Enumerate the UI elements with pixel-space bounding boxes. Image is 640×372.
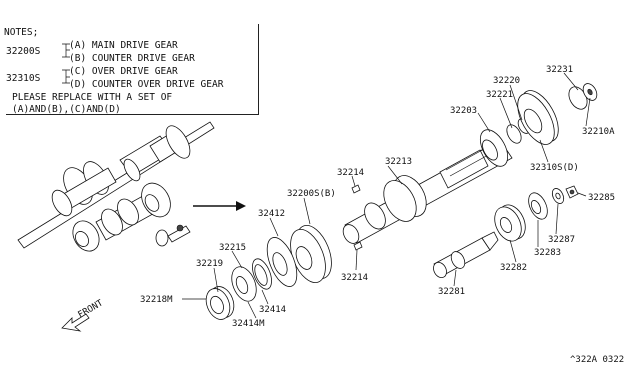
notes-box: [6, 24, 259, 115]
front-arrow: FRONT: [61, 298, 106, 332]
part-32287-washer: [551, 188, 565, 204]
notes-brace-group1: [62, 43, 70, 58]
label-32200S-B: 32200S(B): [287, 189, 336, 199]
part-32414-ring: [252, 258, 272, 290]
label-32219: 32219: [196, 259, 223, 269]
notes-group1-a: (A) MAIN DRIVE GEAR: [69, 40, 178, 51]
diagram-id: ^322A 0322: [570, 355, 624, 365]
label-32412: 32412: [258, 209, 285, 219]
label-32281: 32281: [438, 287, 465, 297]
part-32310S-D-gear: [517, 90, 559, 145]
part-32231-nut: [568, 83, 598, 110]
leader-lines: [182, 72, 591, 319]
notes-brace-group2: [62, 69, 70, 84]
notes-group1-code: 32200S: [6, 46, 41, 57]
notes-group2-d: (D) COUNTER OVER DRIVE GEAR: [69, 79, 224, 90]
assembly-overview: [17, 121, 215, 252]
part-32282-gear: [494, 204, 526, 242]
part-32203-bearing: [479, 129, 509, 167]
notes-replace-line2: (A)AND(B),(C)AND(D): [12, 104, 121, 115]
front-label: FRONT: [77, 298, 106, 320]
label-32414: 32414: [259, 305, 286, 315]
label-32203: 32203: [450, 106, 477, 116]
part-32214-keys: [351, 184, 363, 251]
label-32285: 32285: [588, 193, 615, 203]
notes-title: NOTES;: [4, 27, 39, 38]
notes-group2-code: 32310S: [6, 73, 41, 84]
part-labels: 32231 32220 32221 32203 32210A 32310S(D)…: [140, 65, 624, 365]
label-32231: 32231: [546, 65, 573, 75]
label-32210A: 32210A: [582, 127, 615, 137]
notes-group2-c: (C) OVER DRIVE GEAR: [69, 66, 178, 77]
notes-group1-b: (B) COUNTER DRIVE GEAR: [69, 53, 195, 64]
part-32285-nut: [565, 185, 579, 199]
part-32215-bearing: [231, 266, 257, 302]
label-32214-top: 32214: [337, 168, 364, 178]
label-32310S-D: 32310S(D): [530, 163, 579, 173]
part-32412-plate: [266, 237, 298, 287]
label-32221: 32221: [486, 90, 513, 100]
label-32287: 32287: [548, 235, 575, 245]
part-32281-shaft: [433, 231, 499, 279]
part-32218M-race: [205, 286, 235, 320]
part-32213-shaft: [342, 139, 513, 244]
label-32213: 32213: [385, 157, 412, 167]
label-32220: 32220: [493, 76, 520, 86]
direction-arrow: [193, 201, 246, 211]
part-32283-bearing: [528, 192, 548, 220]
part-32200S-B-gear: [290, 225, 332, 283]
label-32282: 32282: [500, 263, 527, 273]
label-32214-bottom: 32214: [341, 273, 368, 283]
label-32414M: 32414M: [232, 319, 265, 329]
label-32218M: 32218M: [140, 295, 173, 305]
label-32283: 32283: [534, 248, 561, 258]
label-32215: 32215: [219, 243, 246, 253]
notes-replace-line1: PLEASE REPLACE WITH A SET OF: [12, 92, 173, 103]
